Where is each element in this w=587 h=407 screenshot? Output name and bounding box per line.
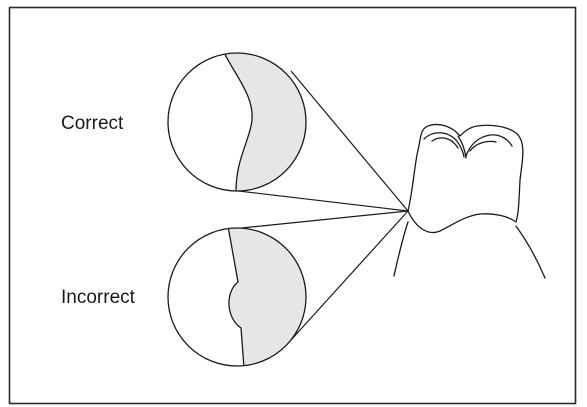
- tooth-illustration: [393, 123, 546, 279]
- tooth-cusp-inner-right: [469, 140, 497, 152]
- tooth-cusp-inner-left: [431, 137, 459, 149]
- tooth-root-left: [393, 221, 409, 277]
- tooth-crown-outline: [407, 123, 524, 234]
- figure-border: [8, 6, 577, 405]
- tooth-central-groove: [457, 135, 467, 159]
- tooth-cusp-left: [423, 132, 465, 158]
- magnifier-circle-incorrect: [167, 227, 307, 367]
- leader-lines: [221, 70, 409, 341]
- label-correct: Correct: [61, 113, 124, 134]
- leader-line-incorrect-bottom: [290, 210, 409, 341]
- correct-margin-curve: [222, 53, 253, 191]
- magnifier-correct: [167, 52, 307, 192]
- incorrect-margin-curve: [227, 228, 245, 366]
- leader-line-correct-top: [290, 70, 409, 212]
- tooth-cusp-right: [465, 134, 513, 157]
- magnifier-circle-correct: [167, 52, 307, 192]
- leader-line-incorrect-top: [221, 210, 409, 231]
- leader-line-correct-bottom: [229, 189, 409, 212]
- label-incorrect: Incorrect: [61, 287, 135, 308]
- tooth-root-right: [515, 225, 546, 279]
